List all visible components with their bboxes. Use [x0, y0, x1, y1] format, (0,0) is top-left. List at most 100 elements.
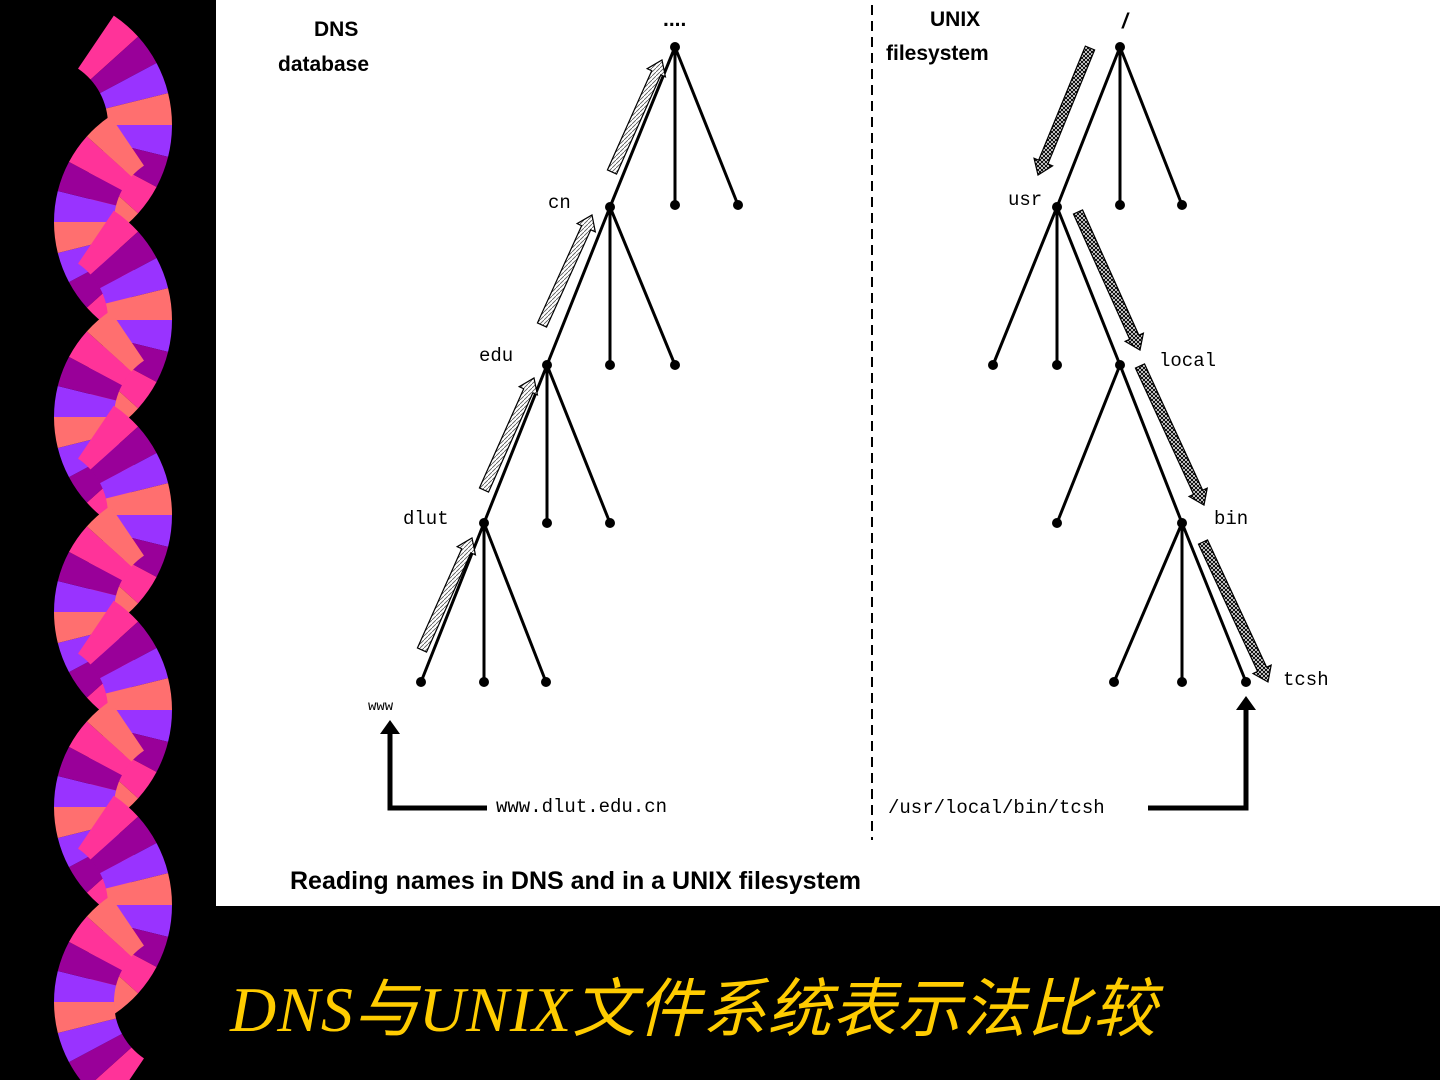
band-segment	[68, 916, 132, 971]
path-arrow	[1134, 363, 1209, 506]
band-segment	[68, 331, 132, 386]
band-segment	[100, 258, 169, 304]
band-segment	[78, 600, 139, 665]
band-segment	[54, 776, 117, 807]
band-segment	[57, 551, 122, 596]
tree-node	[1241, 677, 1251, 687]
tree-node	[1109, 677, 1119, 687]
node-label-edu: edu	[479, 345, 513, 367]
tree-edge	[482, 364, 549, 524]
dns-heading: DNS	[314, 18, 358, 41]
tree-edge	[419, 522, 486, 683]
band-segment	[57, 941, 122, 986]
band-segment	[100, 648, 169, 694]
band-segment	[78, 795, 139, 860]
band-segment	[54, 1002, 117, 1033]
tree-node	[1177, 518, 1187, 528]
band-segment	[57, 746, 122, 791]
tree-edge	[1112, 522, 1184, 683]
tree-node	[541, 677, 551, 687]
band-segment	[54, 386, 117, 417]
tree-node	[670, 42, 680, 52]
band-segment	[105, 483, 172, 515]
band-segment	[57, 1018, 122, 1063]
unix-root-label: /	[1121, 10, 1130, 33]
tree-edge	[1118, 46, 1184, 206]
node-label-usr: usr	[1008, 189, 1042, 211]
band-segment	[54, 581, 117, 612]
dns-unix-diagram: DNS database UNIX filesystem .... / cn e…	[278, 5, 1329, 840]
tree-node	[670, 200, 680, 210]
tree-node	[605, 360, 615, 370]
band-segment	[100, 63, 169, 109]
tree-edge	[545, 206, 612, 366]
path-arrow	[1197, 539, 1272, 683]
tree-node	[605, 518, 615, 528]
node-label-dlut: dlut	[403, 508, 449, 530]
band-segment	[54, 807, 117, 838]
band-segment	[105, 710, 172, 742]
tree-node	[542, 518, 552, 528]
tree-node	[479, 518, 489, 528]
tree-edge	[991, 206, 1059, 366]
tree-edge	[1118, 364, 1184, 524]
unix-heading: UNIX	[930, 8, 980, 31]
band-segment	[95, 1047, 144, 1080]
tree-node	[1052, 518, 1062, 528]
band-segment	[54, 971, 117, 1002]
path-arrows	[416, 45, 1272, 683]
slide-title: DNS与UNIX文件系统表示法比较	[230, 974, 1158, 1045]
tree-edge	[482, 522, 548, 683]
tree-node	[479, 677, 489, 687]
path-arrow	[536, 214, 597, 328]
diagram-panel	[216, 0, 1440, 906]
band-segment	[54, 612, 117, 643]
band-segment	[68, 526, 132, 581]
tree-node	[416, 677, 426, 687]
tree-edge	[608, 46, 677, 208]
tree-nodes	[416, 42, 1251, 687]
tree-edge	[1055, 46, 1122, 208]
band-segment	[105, 93, 172, 125]
path-arrow	[1072, 209, 1145, 351]
dns-reading-arrow	[387, 730, 487, 811]
tree-node	[542, 360, 552, 370]
band-segment	[57, 356, 122, 401]
band-segment	[86, 505, 144, 567]
tree-node	[605, 202, 615, 212]
node-label-cn: cn	[548, 192, 571, 214]
path-arrow	[416, 537, 477, 653]
band-segment	[57, 161, 122, 206]
dns-full-name: www.dlut.edu.cn	[496, 796, 667, 818]
tree-edge	[1055, 364, 1122, 524]
band-segment	[90, 36, 157, 94]
band-segment	[100, 843, 169, 889]
tree-node	[1177, 200, 1187, 210]
tree-node	[1115, 200, 1125, 210]
band-segment	[86, 115, 144, 177]
path-arrow	[478, 377, 539, 493]
tree-node	[1115, 42, 1125, 52]
band-segment	[54, 191, 117, 222]
figure-caption: Reading names in DNS and in a UNIX files…	[290, 867, 861, 895]
band-segment	[90, 426, 157, 484]
node-label-www: www	[368, 699, 394, 715]
unix-heading-2: filesystem	[886, 42, 989, 65]
band-segment	[100, 453, 169, 499]
dns-heading-2: database	[278, 53, 369, 76]
unix-arrowhead-icon	[1236, 696, 1256, 710]
band-segment	[86, 310, 144, 372]
band-segment	[105, 288, 172, 320]
band-segment	[78, 210, 139, 275]
band-segment	[90, 231, 157, 289]
tree-edge	[1055, 206, 1122, 366]
band-segment	[86, 700, 144, 762]
dns-root-label: ....	[663, 8, 686, 31]
band-segment	[68, 1033, 132, 1080]
tree-edge	[545, 364, 612, 524]
dns-arrowhead-icon	[380, 720, 400, 734]
band-segment	[90, 621, 157, 679]
decorative-band	[54, 15, 172, 1080]
band-segment	[68, 721, 132, 776]
